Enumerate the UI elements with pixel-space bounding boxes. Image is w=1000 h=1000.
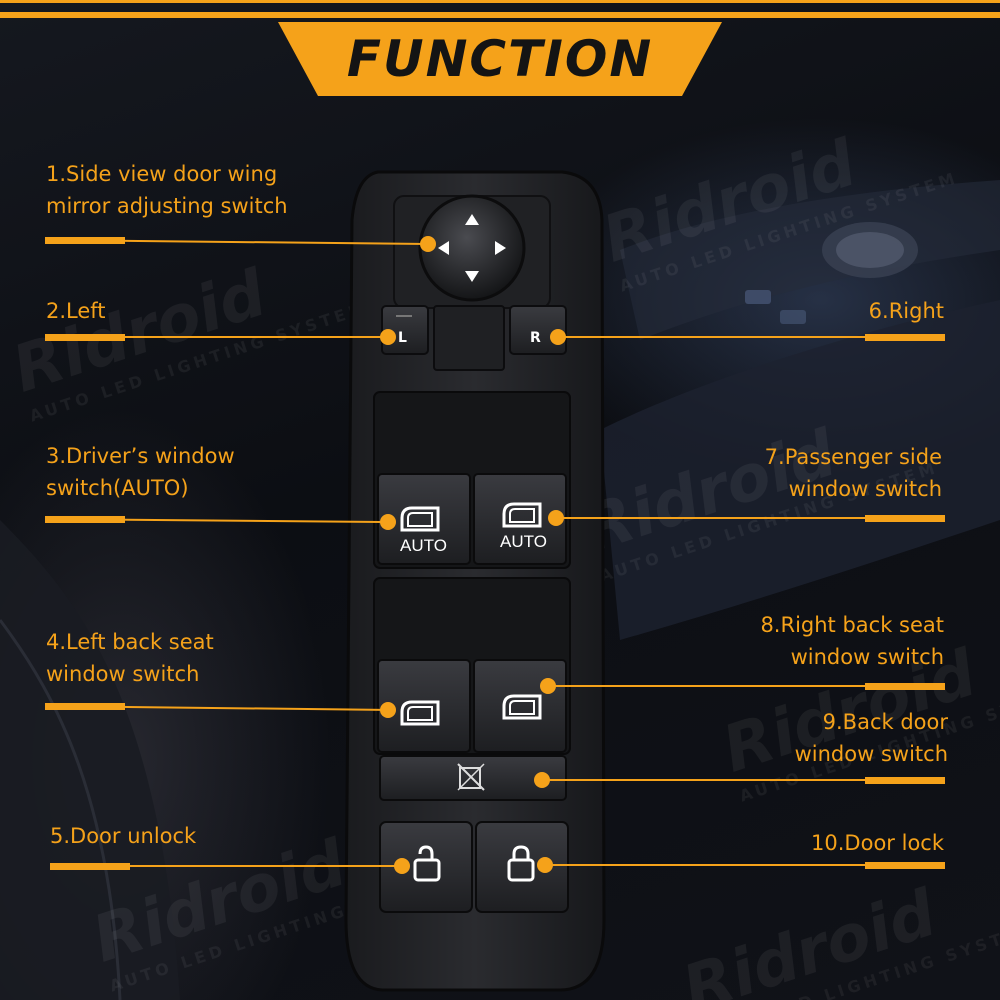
label-door-unlock: 5.Door unlock	[50, 824, 197, 848]
label-mirror-switch: 1.Side view door wing mirror adjusting s…	[46, 162, 288, 218]
unlock-icon[interactable]	[412, 844, 442, 884]
left-mirror-key-label[interactable]: L	[398, 330, 407, 346]
callout-dot	[380, 329, 396, 345]
label-left-rear-window: 4.Left back seat window switch	[46, 630, 214, 686]
right-rear-window-icon[interactable]	[500, 692, 546, 722]
label-back-door-window: 9.Back door window switch	[794, 710, 948, 766]
callout-dot	[394, 858, 410, 874]
callout-dot	[537, 857, 553, 873]
passenger-window-icon[interactable]	[500, 500, 546, 530]
callout-dot	[380, 702, 396, 718]
callout-dot	[420, 236, 436, 252]
label-driver-window: 3.Driver’s window switch(AUTO)	[46, 444, 235, 500]
left-rear-window-icon[interactable]	[398, 698, 444, 728]
label-left: 2.Left	[46, 299, 106, 323]
callout-dot	[550, 329, 566, 345]
mirror-joystick-icon[interactable]	[432, 208, 512, 288]
driver-auto-label[interactable]: AUTO	[400, 536, 447, 555]
callout-dot	[548, 510, 564, 526]
child-lock-icon[interactable]	[456, 762, 486, 792]
label-door-lock: 10.Door lock	[811, 831, 944, 855]
callout-dot	[540, 678, 556, 694]
passenger-auto-label[interactable]: AUTO	[500, 532, 547, 551]
label-passenger-window: 7.Passenger side window switch	[764, 445, 942, 501]
page-title: FUNCTION	[346, 30, 654, 88]
lock-icon[interactable]	[506, 844, 536, 884]
header-banner	[0, 0, 1000, 96]
label-right-rear-window: 8.Right back seat window switch	[760, 613, 944, 669]
callout-dot	[380, 514, 396, 530]
driver-window-icon[interactable]	[398, 504, 444, 534]
right-mirror-key-label[interactable]: R	[530, 330, 541, 346]
callout-dot	[534, 772, 550, 788]
label-right: 6.Right	[868, 299, 944, 323]
